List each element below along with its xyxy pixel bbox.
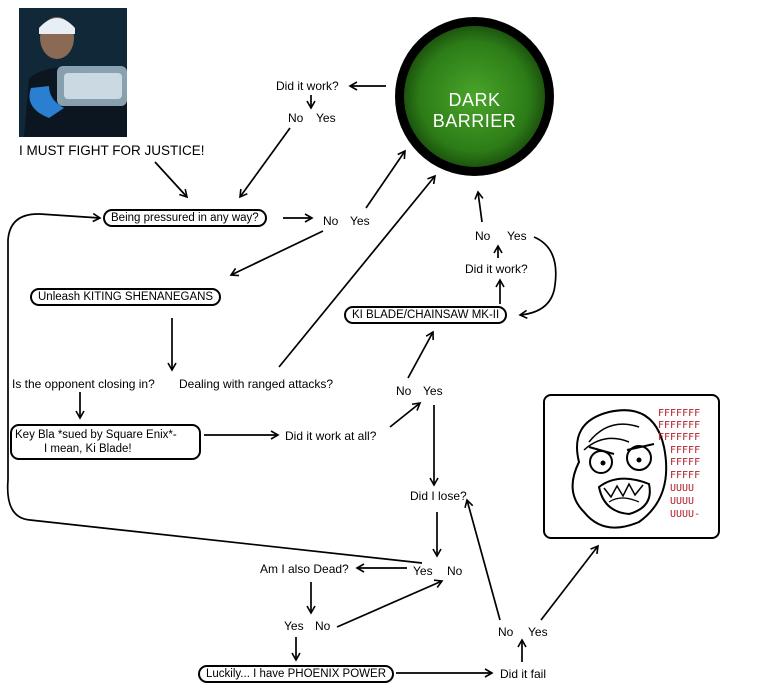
rage-text-line: UUUU bbox=[670, 496, 695, 507]
no-top: No bbox=[288, 111, 304, 125]
node-keyblade: Key Bla *sued by Square Enix*- I mean, K… bbox=[10, 424, 201, 460]
rage-text-line: FFFFF bbox=[670, 445, 701, 456]
yes-pressured: Yes bbox=[350, 214, 370, 228]
dark-barrier-label: DARK BARRIER bbox=[432, 90, 517, 131]
no-mid: No bbox=[396, 384, 412, 398]
question-ranged: Dealing with ranged attacks? bbox=[179, 377, 334, 391]
rage-text-line: FFFFFFF bbox=[658, 420, 701, 431]
rage-face-panel bbox=[543, 394, 720, 539]
did-it-work-right: Did it work? bbox=[465, 262, 528, 276]
node-pressured: Being pressured in any way? bbox=[103, 209, 267, 227]
am-i-dead: Am I also Dead? bbox=[260, 562, 349, 576]
no-right-top: No bbox=[475, 229, 491, 243]
hero-photo bbox=[19, 8, 127, 137]
did-it-fail: Did it fail bbox=[500, 667, 547, 681]
rage-text-line: FFFFF bbox=[670, 457, 701, 468]
keyblade-line-1: Key Bla *sued by Square Enix*- bbox=[15, 429, 177, 441]
rage-face-icon bbox=[571, 409, 668, 529]
dark-barrier-circle: DARK BARRIER bbox=[395, 17, 554, 176]
node-ki-blade-chainsaw: KI BLADE/CHAINSAW MK-II bbox=[344, 306, 508, 324]
rage-text-line: FFFFFFF bbox=[658, 432, 701, 443]
rage-text-line: FFFFF bbox=[670, 470, 701, 481]
no-fail: No bbox=[498, 625, 514, 639]
no-lose: No bbox=[447, 564, 463, 578]
hero-figure-icon bbox=[19, 8, 127, 137]
keyblade-line-2: I mean, Ki Blade! bbox=[44, 443, 132, 455]
yes-fail: Yes bbox=[528, 625, 548, 639]
did-it-work-top: Did it work? bbox=[276, 79, 339, 93]
rage-text-line: UUUU bbox=[670, 483, 695, 494]
node-kiting: Unleash KITING SHENANEGANS bbox=[30, 288, 222, 306]
rage-text-line: UUUU- bbox=[670, 509, 701, 520]
yes-lose: Yes bbox=[413, 564, 433, 578]
node-phoenix: Luckily... I have PHOENIX POWER bbox=[198, 665, 395, 683]
did-it-work-at-all: Did it work at all? bbox=[285, 429, 377, 443]
question-closing-in: Is the opponent closing in? bbox=[12, 377, 155, 391]
did-i-lose: Did I lose? bbox=[410, 489, 467, 503]
no-pressured: No bbox=[323, 214, 339, 228]
no-dead: No bbox=[315, 619, 331, 633]
rage-text-line: FFFFFFF bbox=[658, 408, 701, 419]
yes-dead: Yes bbox=[284, 619, 304, 633]
yes-mid: Yes bbox=[423, 384, 443, 398]
yes-right-top: Yes bbox=[507, 229, 527, 243]
yes-top: Yes bbox=[316, 111, 336, 125]
caption-justice: I MUST FIGHT FOR JUSTICE! bbox=[19, 143, 205, 158]
